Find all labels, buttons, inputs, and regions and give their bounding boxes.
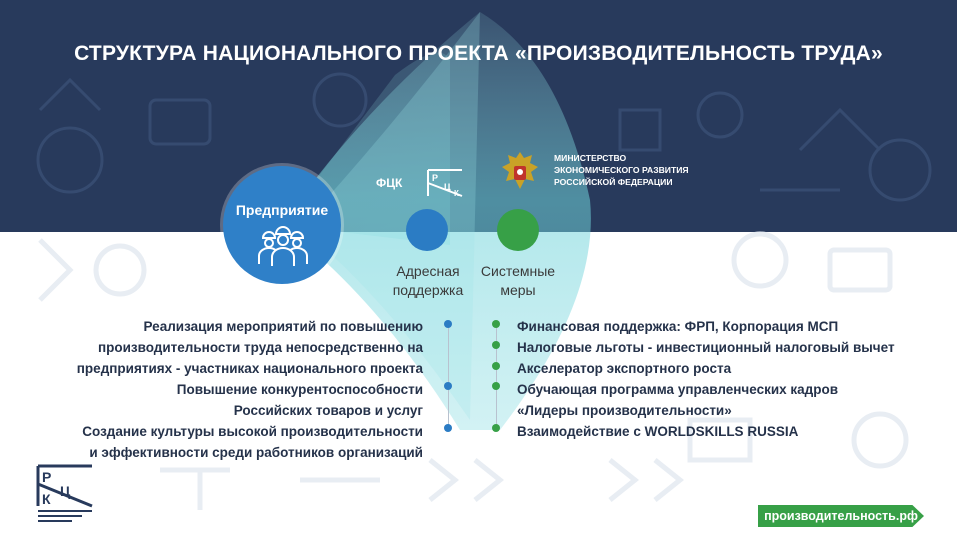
list-item: Создание культуры высокой производительн…	[82, 424, 423, 439]
list-item: и эффективности среди работников организ…	[89, 445, 423, 460]
enterprise-circle: Предприятие	[223, 166, 341, 284]
list-item: производительности труда непосредственно…	[97, 340, 423, 355]
ministry-logo: МИНИСТЕРСТВО ЭКОНОМИЧЕСКОГО РАЗВИТИЯ РОС…	[498, 148, 698, 194]
systemic-measures-list: Финансовая поддержка: ФРП, Корпорация МС…	[517, 316, 937, 442]
svg-text:Р: Р	[42, 469, 51, 485]
svg-text:К: К	[454, 189, 459, 198]
website-link[interactable]: производительность.рф	[758, 505, 924, 527]
page-title: СТРУКТУРА НАЦИОНАЛЬНОГО ПРОЕКТА «ПРОИЗВО…	[74, 42, 883, 65]
rck-logo-text: ФЦК	[376, 176, 403, 190]
rck-bottom-logo: Р Ц К	[36, 464, 93, 522]
rck-logo: Р Ц К ФЦК	[372, 168, 466, 198]
right-connector-line	[496, 324, 497, 428]
left-bullet	[444, 382, 452, 390]
systemic-measures-label: Системные меры	[480, 263, 556, 298]
systemic-measures-dot	[497, 209, 539, 251]
rck-logo-icon: Р Ц К	[427, 169, 463, 198]
workers-icon	[258, 226, 308, 266]
list-item: Налоговые льготы - инвестиционный налого…	[517, 340, 895, 355]
right-bullet	[492, 362, 500, 370]
right-bullet	[492, 341, 500, 349]
list-item: Акселератор экспортного роста	[517, 361, 732, 376]
svg-text:К: К	[42, 491, 51, 507]
list-item: предприятиях - участниках национального …	[76, 361, 423, 376]
right-bullet	[492, 382, 500, 390]
left-bullet	[444, 424, 452, 432]
svg-text:Р: Р	[432, 173, 438, 183]
targeted-support-dot	[406, 209, 448, 251]
right-bullet	[492, 424, 500, 432]
right-bullet	[492, 320, 500, 328]
list-item: Повышение конкурентоспособности	[176, 382, 423, 397]
svg-text:Ц: Ц	[444, 182, 451, 192]
ministry-name: МИНИСТЕРСТВО ЭКОНОМИЧЕСКОГО РАЗВИТИЯ РОС…	[554, 153, 689, 187]
list-item: Взаимодействие с WORLDSKILLS RUSSIA	[517, 424, 799, 439]
list-item: Российских товаров и услуг	[233, 403, 423, 418]
coat-of-arms-icon	[502, 152, 538, 189]
targeted-support-list: Реализация мероприятий по повышению прои…	[3, 316, 423, 463]
svg-text:Ц: Ц	[60, 483, 71, 499]
list-item: Финансовая поддержка: ФРП, Корпорация МС…	[517, 319, 839, 334]
left-bullet	[444, 320, 452, 328]
list-item: Реализация мероприятий по повышению	[143, 319, 423, 334]
list-item: «Лидеры производительности»	[517, 403, 732, 418]
left-connector-line	[448, 324, 449, 428]
targeted-support-label: Адресная поддержка	[392, 263, 464, 298]
list-item: Обучающая программа управленческих кадро…	[517, 382, 839, 397]
enterprise-label: Предприятие	[235, 202, 329, 218]
